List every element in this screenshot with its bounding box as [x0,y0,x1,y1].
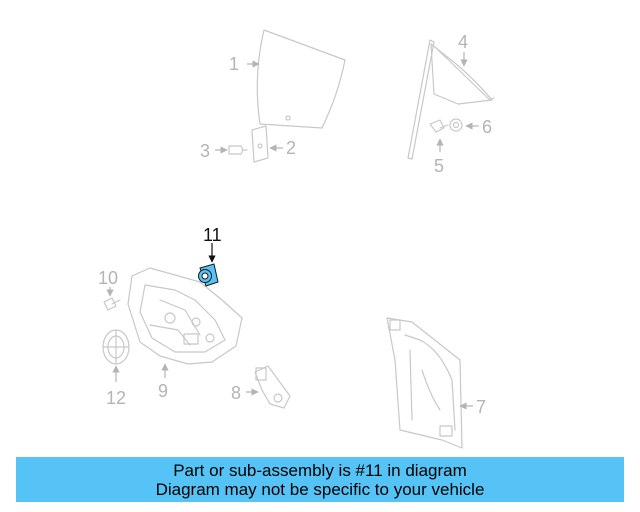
part-door-glass [256,29,346,129]
part-screw-5 [429,119,449,133]
part-bolt-10 [103,297,121,311]
part-quarter-glass [407,39,495,160]
callout-12: 12 [106,388,126,408]
callout-2: 2 [286,138,296,158]
part-nut-6 [449,118,463,132]
part-window-regulator [386,317,463,449]
part-bolt-3 [228,145,248,155]
part-window-motor [254,365,291,409]
callout-5: 5 [434,156,444,176]
callout-9: 9 [158,381,168,401]
callout-10: 10 [98,268,118,288]
callout-11: 11 [203,225,222,245]
callout-7: 7 [476,397,486,417]
callout-4: 4 [458,32,468,52]
callout-3: 3 [200,141,210,161]
caption-line-2: Diagram may not be specific to your vehi… [155,480,485,499]
callout-1: 1 [229,54,239,74]
part-11-highlighted [198,263,219,287]
caption-line-1: Part or sub-assembly is #11 in diagram [173,461,467,480]
part-door-module [127,267,243,365]
part-speaker [102,329,130,365]
callout-8: 8 [231,383,241,403]
callout-6: 6 [482,117,492,137]
part-bracket [251,125,269,163]
caption-bar: Part or sub-assembly is #11 in diagram D… [16,457,624,502]
